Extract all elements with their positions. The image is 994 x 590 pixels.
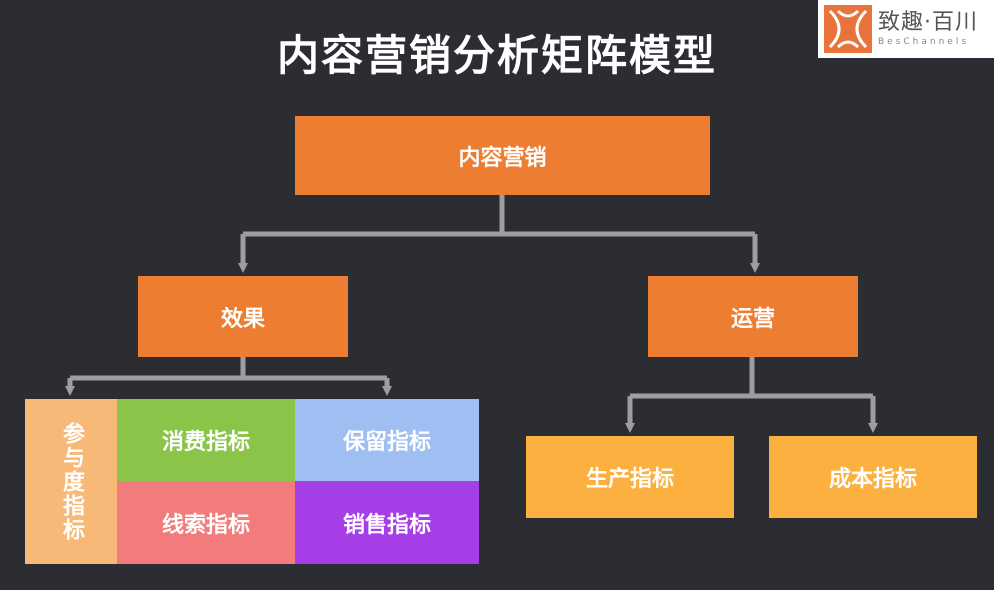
consumption-metric-label: 消费指标 — [161, 430, 250, 455]
leads-metric: 线索指标 — [117, 481, 295, 564]
page-title: 内容营销分析矩阵模型 — [276, 31, 717, 80]
engagement-metric-label: 参与度指标 — [59, 421, 84, 542]
effect-node-label: 效果 — [220, 306, 265, 332]
consumption-metric: 消费指标 — [117, 399, 295, 481]
sales-metric: 销售指标 — [295, 481, 479, 564]
effect-node: 效果 — [138, 276, 348, 357]
retention-metric-label: 保留指标 — [342, 430, 431, 455]
cost-metric-label: 成本指标 — [828, 467, 917, 492]
production-metric-label: 生产指标 — [585, 467, 674, 492]
engagement-metric: 参与度指标 — [25, 399, 117, 564]
retention-metric: 保留指标 — [295, 399, 479, 481]
logo-name: 致趣·百川 — [878, 10, 978, 35]
cost-metric: 成本指标 — [769, 436, 977, 518]
brand-logo: 致趣·百川 BesChannels — [818, 0, 994, 58]
logo-mark-icon — [824, 5, 872, 53]
root-node-label: 内容营销 — [458, 145, 547, 171]
operation-node: 运营 — [648, 276, 858, 357]
root-node: 内容营销 — [295, 116, 710, 195]
operation-node-label: 运营 — [730, 306, 775, 332]
leads-metric-label: 线索指标 — [161, 512, 250, 538]
sales-metric-label: 销售指标 — [342, 512, 431, 538]
logo-subtitle: BesChannels — [878, 37, 970, 47]
production-metric: 生产指标 — [526, 436, 734, 518]
